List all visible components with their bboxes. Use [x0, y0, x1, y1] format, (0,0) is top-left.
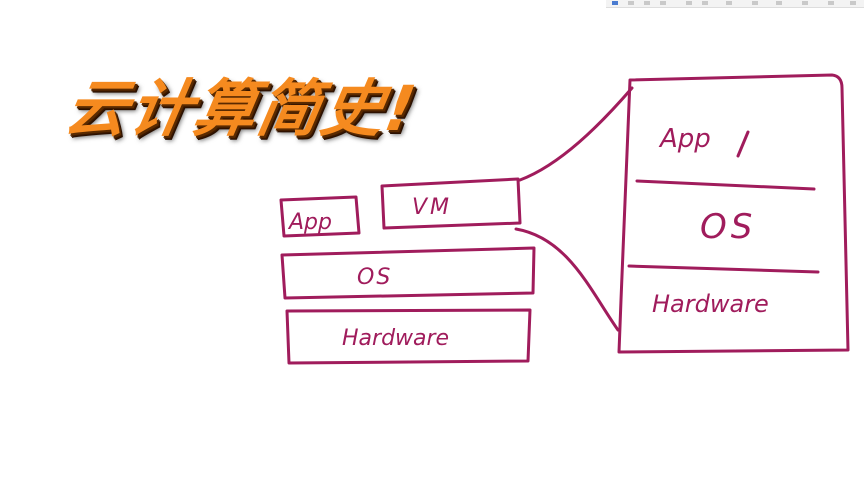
left-hardware-label: Hardware	[342, 326, 449, 351]
toolbar-icon[interactable]	[828, 1, 834, 5]
right-divider-top	[635, 179, 816, 191]
zoom-line-top	[518, 86, 634, 182]
left-vm-label: VM	[412, 195, 452, 220]
right-os-label: OS	[700, 207, 756, 247]
toolbar-icon[interactable]	[660, 1, 666, 5]
toolbar-icon[interactable]	[644, 1, 650, 5]
toolbar-icon[interactable]	[802, 1, 808, 5]
left-vm-box	[380, 177, 522, 230]
right-divider-bottom	[627, 264, 820, 274]
toolbar-icon[interactable]	[726, 1, 732, 5]
zoom-line-bottom	[514, 227, 620, 332]
left-app-label: App	[287, 210, 332, 235]
right-stack-frame	[617, 73, 850, 354]
toolbar-icon[interactable]	[686, 1, 692, 5]
toolbar-icon[interactable]	[702, 1, 708, 5]
toolbar-icon[interactable]	[752, 1, 758, 5]
left-os-box	[280, 246, 536, 300]
toolbar-icon[interactable]	[776, 1, 782, 5]
right-app-slash	[736, 130, 750, 158]
toolbar-icon[interactable]	[850, 1, 856, 5]
left-os-label: OS	[357, 265, 392, 290]
right-app-label: App	[658, 124, 711, 154]
right-hardware-label: Hardware	[652, 290, 769, 318]
toolbar-icon[interactable]	[628, 1, 634, 5]
left-app-box	[279, 195, 361, 238]
toolbar-icon[interactable]	[612, 1, 618, 5]
left-hardware-box	[285, 308, 532, 365]
toolbar-strip	[606, 0, 864, 8]
